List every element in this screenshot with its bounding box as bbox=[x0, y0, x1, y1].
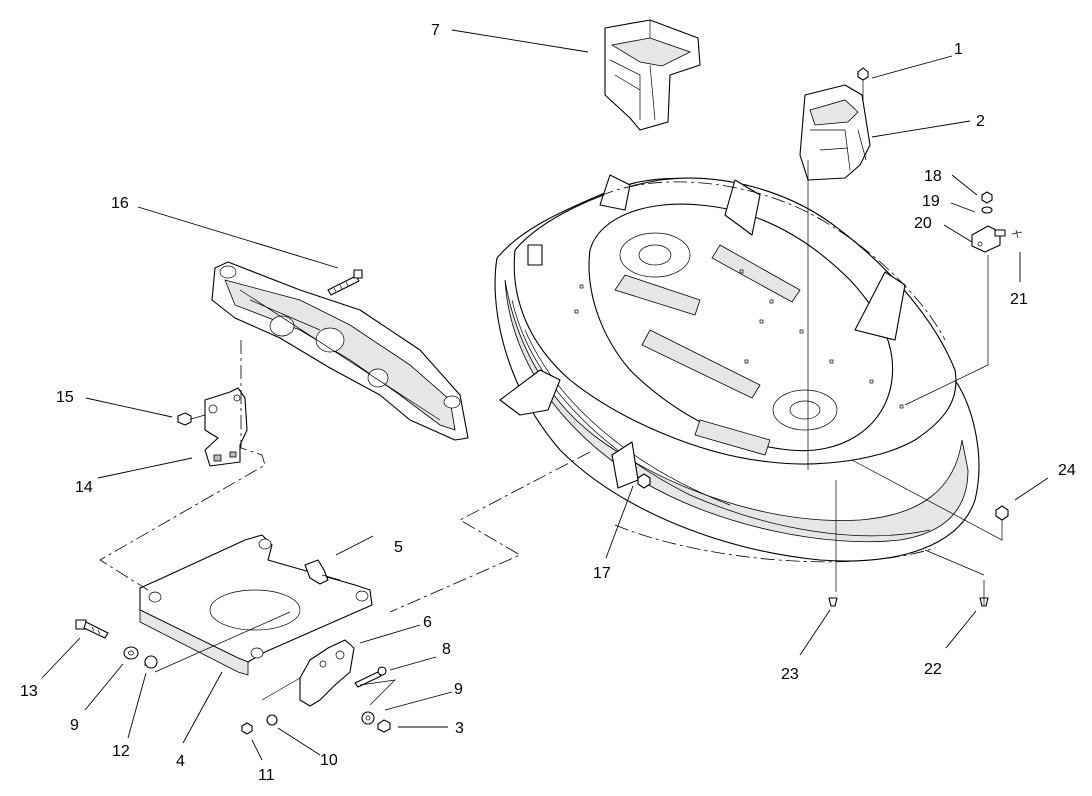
washer-9-left bbox=[123, 646, 139, 660]
callout-21: 21 bbox=[1010, 291, 1028, 308]
callout-numbers: 1 2 3 4 5 6 7 8 9 9 10 11 12 13 14 15 16… bbox=[20, 22, 1076, 784]
nut-11 bbox=[241, 722, 253, 735]
callout-15: 15 bbox=[56, 389, 74, 406]
callout-5: 5 bbox=[394, 539, 403, 556]
bolt-5 bbox=[304, 559, 341, 585]
nut-3 bbox=[377, 719, 391, 733]
bolt-15 bbox=[177, 412, 206, 426]
nut-24 bbox=[995, 505, 1009, 521]
callout-16: 16 bbox=[111, 195, 129, 212]
bracket-6 bbox=[299, 639, 355, 707]
screw-1 bbox=[857, 67, 869, 100]
bolt-16 bbox=[327, 269, 363, 296]
bolt-8 bbox=[354, 666, 387, 688]
belt-cover-2 bbox=[799, 84, 871, 181]
callout-10: 10 bbox=[320, 752, 338, 769]
callout-4: 4 bbox=[176, 753, 185, 770]
mower-deck-housing bbox=[494, 174, 980, 563]
callout-19: 19 bbox=[922, 193, 940, 210]
mount-plate-4 bbox=[139, 534, 373, 676]
callout-24: 24 bbox=[1058, 462, 1076, 479]
screw-22 bbox=[979, 580, 989, 607]
callout-2: 2 bbox=[976, 113, 985, 130]
screw-23 bbox=[828, 597, 838, 607]
callout-17: 17 bbox=[593, 565, 611, 582]
callout-20: 20 bbox=[914, 215, 932, 232]
callout-9-right: 9 bbox=[454, 681, 463, 698]
callout-12: 12 bbox=[112, 743, 130, 760]
washer-9-right bbox=[361, 711, 375, 725]
callout-8: 8 bbox=[442, 641, 451, 658]
callout-3: 3 bbox=[455, 720, 464, 737]
spacer-12 bbox=[144, 655, 158, 669]
washer-10 bbox=[266, 714, 278, 726]
leader-lines bbox=[41, 29, 1049, 761]
callout-7: 7 bbox=[431, 22, 440, 39]
deck-hanger-arm bbox=[211, 261, 469, 441]
nut-18 bbox=[981, 191, 993, 204]
callout-1: 1 bbox=[954, 41, 963, 58]
clip-21 bbox=[1011, 229, 1023, 239]
callout-14: 14 bbox=[75, 479, 93, 496]
callout-13: 13 bbox=[20, 683, 38, 700]
bolt-13 bbox=[75, 619, 109, 639]
fitting-20 bbox=[971, 225, 1006, 253]
assembly-lines bbox=[99, 160, 1003, 706]
nut-17 bbox=[637, 473, 651, 489]
callout-18: 18 bbox=[924, 168, 942, 185]
callout-9-left: 9 bbox=[70, 717, 79, 734]
callout-11: 11 bbox=[258, 767, 275, 784]
bracket-14 bbox=[204, 387, 248, 467]
callout-23: 23 bbox=[781, 666, 799, 683]
washer-19 bbox=[981, 206, 993, 214]
callout-6: 6 bbox=[423, 614, 432, 631]
belt-cover-7 bbox=[604, 19, 701, 131]
callout-22: 22 bbox=[924, 661, 942, 678]
